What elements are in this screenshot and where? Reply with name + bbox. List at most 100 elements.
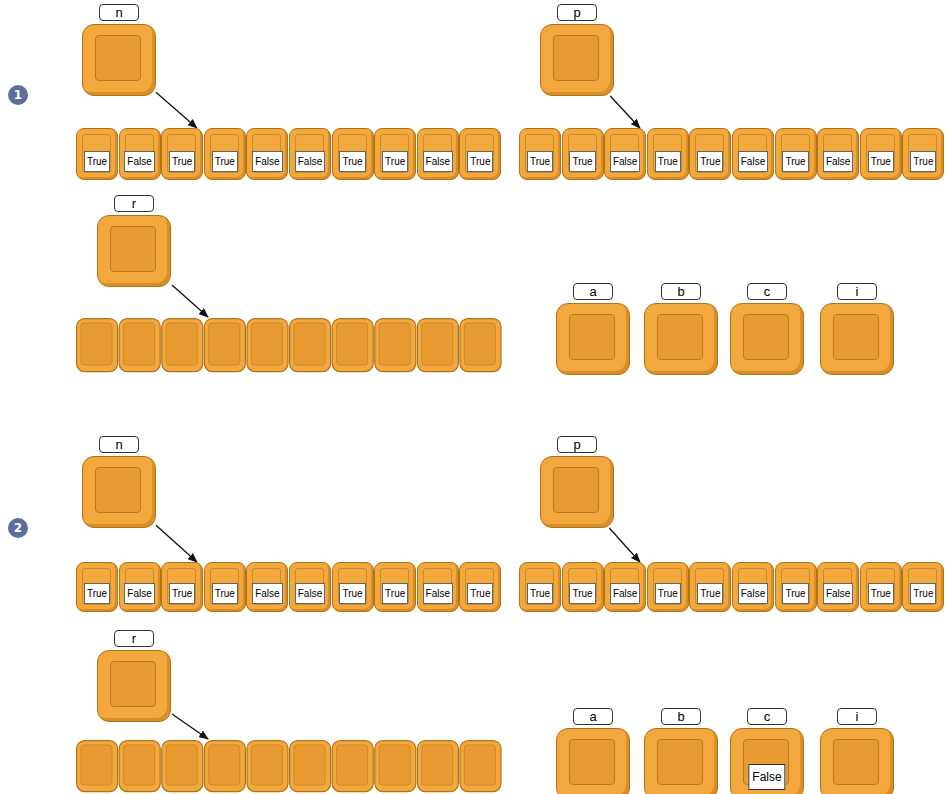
variable-name: r <box>114 630 154 647</box>
array-cell: True <box>76 562 118 612</box>
variable-container <box>540 24 614 96</box>
cell-value: False <box>295 151 325 172</box>
array-cell: False <box>817 128 859 180</box>
cell-value: True <box>527 151 553 172</box>
container-inner <box>657 739 703 785</box>
array-cell <box>204 741 245 792</box>
container-inner <box>553 35 599 81</box>
reference-arrow <box>172 285 208 317</box>
container-inner <box>110 661 156 707</box>
cell-value: True <box>697 583 723 604</box>
cell-value: True <box>868 583 894 604</box>
array-cell: True <box>76 128 118 180</box>
array-cell: True <box>562 562 604 612</box>
variable-container <box>644 303 718 375</box>
variable-container <box>644 728 718 794</box>
array-cell <box>417 741 458 792</box>
variable-box: b <box>644 708 718 794</box>
variable-name: c <box>747 283 787 300</box>
array-cell <box>375 319 416 372</box>
cell-value: True <box>782 151 808 172</box>
variable-box: p <box>540 436 614 528</box>
array-cell: True <box>459 128 501 180</box>
array-cell: True <box>902 128 944 180</box>
array-cell <box>119 741 160 792</box>
cell-value: True <box>655 583 681 604</box>
variable-container: False <box>730 728 804 794</box>
array-cell <box>460 319 501 372</box>
cell-value: False <box>124 151 154 172</box>
variable-name: c <box>747 708 787 725</box>
variable-name: b <box>661 708 701 725</box>
cell-value: True <box>339 151 365 172</box>
cell-value: True <box>84 583 110 604</box>
array-cell: True <box>689 128 731 180</box>
array-cell: True <box>775 128 817 180</box>
variable-container <box>82 24 156 96</box>
array-cell <box>204 319 245 372</box>
step-badge: 2 <box>8 518 28 538</box>
cell-value: True <box>84 151 110 172</box>
variable-box: p <box>540 4 614 96</box>
cell-value: True <box>569 583 595 604</box>
array-cell <box>290 741 331 792</box>
variable-container <box>82 456 156 528</box>
cell-value: False <box>738 151 768 172</box>
variable-container <box>97 215 171 287</box>
step-badge: 1 <box>8 85 28 105</box>
cell-value: False <box>295 583 325 604</box>
variable-box: cFalse <box>730 708 804 794</box>
variable-box: b <box>644 283 718 375</box>
array-cell <box>332 741 373 792</box>
variable-box: n <box>82 4 156 96</box>
array-cell: True <box>161 562 203 612</box>
container-inner <box>110 226 156 272</box>
reference-arrow <box>156 525 197 562</box>
variable-name: r <box>114 195 154 212</box>
cell-value: False <box>610 151 640 172</box>
array-cell <box>119 319 160 372</box>
array-cell <box>290 319 331 372</box>
variable-box: a <box>556 708 630 794</box>
variable-container <box>820 728 894 794</box>
array-cell: False <box>732 562 774 612</box>
variable-name: n <box>99 436 139 453</box>
array-cell: False <box>417 562 459 612</box>
step-number: 2 <box>14 521 22 535</box>
array-cell: True <box>647 128 689 180</box>
array-cell: True <box>902 562 944 612</box>
step-number: 1 <box>14 88 22 102</box>
reference-arrow <box>172 714 208 739</box>
cell-value: False <box>423 583 453 604</box>
variable-name: p <box>557 436 597 453</box>
array-cell <box>247 319 288 372</box>
array-cell: True <box>519 128 561 180</box>
cell-value: True <box>169 151 195 172</box>
array-cell: True <box>204 128 246 180</box>
variable-value: False <box>748 764 785 790</box>
variable-box: n <box>82 436 156 528</box>
cell-value: False <box>124 583 154 604</box>
array-cell: True <box>775 562 817 612</box>
cell-value: False <box>423 151 453 172</box>
array-cell <box>162 741 203 792</box>
variable-name: a <box>573 708 613 725</box>
reference-arrow <box>610 96 640 128</box>
array-cell <box>375 741 416 792</box>
array-cell: False <box>289 128 331 180</box>
cell-value: True <box>339 583 365 604</box>
variable-box: i <box>820 708 894 794</box>
cell-value: False <box>823 583 853 604</box>
variable-container <box>556 303 630 375</box>
array-cell: False <box>417 128 459 180</box>
variable-name: i <box>837 283 877 300</box>
array-cell: False <box>604 562 646 612</box>
array-cell <box>162 319 203 372</box>
array-cell <box>77 319 118 372</box>
array-cell: True <box>332 562 374 612</box>
array-cell <box>247 741 288 792</box>
array-cell: True <box>374 562 416 612</box>
cell-value: True <box>382 151 408 172</box>
container-inner <box>657 314 703 360</box>
reference-arrow <box>609 528 640 562</box>
